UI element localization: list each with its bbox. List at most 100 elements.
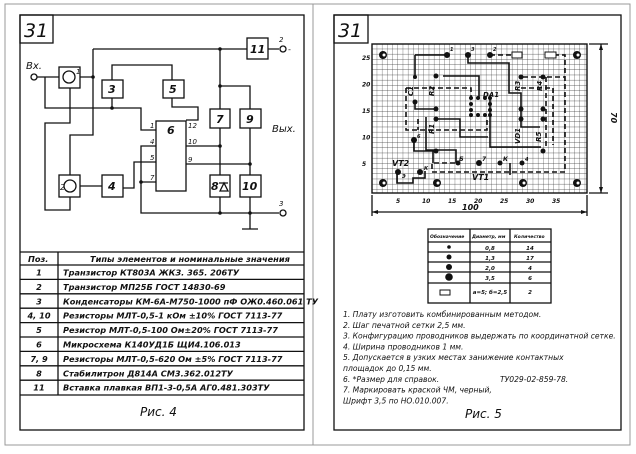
svg-text:6: 6 [167,124,175,137]
svg-text:11: 11 [250,43,265,56]
x-tick-label: 15 [448,198,456,205]
svg-text:4: 4 [107,180,116,193]
label-r1: R1 [428,124,436,134]
label-r2: R2 [428,86,436,96]
figure-4-caption: Рис. 4 [140,405,177,419]
hole-count: 17 [526,256,534,262]
svg-text:7: 7 [482,156,487,163]
block-2-transistor: 2 [58,174,81,198]
component-pos: 7, 9 [30,354,48,364]
y-tick-label: 5 [362,161,366,168]
height-dimension: 70 [609,112,618,124]
label-r5: R5 [535,132,543,142]
hole-diameter: 0,8 [485,246,495,252]
svg-text:5: 5 [169,83,177,96]
header-pos: Поз. [28,254,48,264]
block-4: 4 [101,174,124,198]
sheet-number: 31 [24,20,48,42]
hole-diameter: 2,0 [485,266,495,272]
label-da1: DA1 [483,91,499,99]
right-frame [333,14,622,431]
svg-text:4: 4 [150,138,154,146]
label-c1: C1 [407,86,415,96]
components-table: Поз. Типы элементов и номинальные значен… [20,251,319,419]
svg-text:12: 12 [188,122,197,130]
page-border [4,3,631,446]
block-1-transistor: 1 [58,66,81,89]
component-pos: 8 [36,368,42,378]
note-line: Шрифт 3,5 по НО.010.007. [343,396,449,405]
hole-diameter: 3,5 [485,276,495,282]
svg-text:6: 6 [417,134,421,140]
header-desc: Типы элементов и номинальные значения [90,254,291,264]
terminal-2-number: 2 [279,36,284,44]
width-dimension: 100 [462,203,479,212]
svg-text:2: 2 [493,47,497,53]
terminal-3 [279,209,287,217]
note-line: 1. Плату изготовить комбинированным мето… [343,310,541,319]
hole-header-count: Количество [514,234,545,240]
output-label: Вых. [272,124,296,135]
left-page: 31 Вх. Вых. 2 - 3 [19,14,319,431]
terminal-2-sign: - [288,45,291,54]
svg-text:9: 9 [188,156,193,164]
hole-diameter: а=5; б=2,5 [473,289,508,296]
note-line: 3. Конфигурацию проводников выдержать по… [343,332,616,341]
note-line: 2. Шаг печатной сетки 2,5 мм. [343,321,466,330]
svg-text:К: К [503,156,509,163]
label-vd1: VD1 [514,128,522,144]
component-desc: Конденсаторы КМ-6А-М750-1000 пФ ОЖ0.460.… [63,296,319,306]
note-line: 6. *Размер для справок. [343,375,439,384]
hole-count: 6 [528,276,532,282]
terminal-2 [279,45,287,53]
label-vt2: VT2 [392,159,410,168]
hole-header-designation: Обозначение [430,233,464,240]
x-tick-label: 5 [396,198,400,205]
label-r4: R4 [536,81,544,91]
svg-text:10: 10 [242,180,258,193]
component-desc: Транзистор КТ803А ЖКЗ. 365. 206ТУ [63,268,240,278]
hole-count: 4 [528,266,532,272]
svg-text:1: 1 [150,122,154,130]
slot-symbol [439,289,451,296]
note-line: 4. Ширина проводников 1 мм. [343,342,463,351]
y-tick-label: 25 [362,55,370,62]
smd-pad [544,51,557,59]
svg-text:Б: Б [459,156,464,163]
svg-text:8: 8 [211,180,219,193]
block-1-label: 1 [76,68,80,76]
note-line: 7. Маркировать краской ЧМ, черный, [343,386,492,395]
y-tick-label: 20 [362,82,370,89]
note-line: 5. Допускается в узких местах занижение … [343,353,564,362]
technical-notes: 1. Плату изготовить комбинированным мето… [343,310,616,405]
x-tick-label: 10 [422,198,430,205]
sheet-number-box [333,14,369,44]
hole-header-diameter: Диаметр, мм [471,234,506,240]
block-8-zener: 8 [209,174,231,198]
x-tick-label: 35 [552,198,560,205]
component-pads [395,52,546,175]
component-pos: 11 [33,383,44,393]
component-desc: Стабилитрон Д814А СМ3.362.012ТУ [63,368,234,378]
svg-text:9: 9 [246,113,254,126]
sheet-number: 31 [338,20,362,42]
terminal-3-number: 3 [279,200,283,208]
svg-text:3: 3 [471,47,475,53]
block-2-label: 2 [60,183,65,192]
component-pos: 1 [36,268,42,278]
block-3: 3 [101,79,124,99]
smd-pad [511,51,523,59]
hole-diameter: 1,3 [485,256,495,262]
left-frame [19,14,305,431]
svg-text:4: 4 [525,157,529,163]
pcb-board [371,43,588,194]
svg-text:1: 1 [450,47,453,53]
hole-count: 2 [528,290,532,296]
figure-5-caption: Рис. 5 [465,407,502,421]
x-tick-label: 25 [500,198,508,205]
x-tick-label: 30 [526,198,534,205]
junction-dots [91,47,252,215]
